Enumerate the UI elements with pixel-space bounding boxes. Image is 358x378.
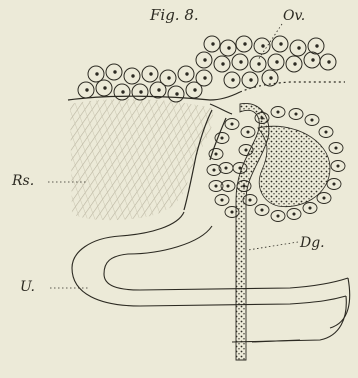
label-uterus: U. <box>20 280 35 294</box>
label-duct-gland: Dg. <box>300 236 325 250</box>
uterus-tube <box>72 212 350 342</box>
label-ovary: Ov. <box>283 9 305 23</box>
receptaculum-seminis <box>70 99 213 220</box>
dotted-gland-region <box>236 103 330 360</box>
label-receptaculum: Rs. <box>12 174 34 188</box>
figure-title: Fig. 8. <box>150 8 199 23</box>
ovary-cells <box>78 36 336 102</box>
